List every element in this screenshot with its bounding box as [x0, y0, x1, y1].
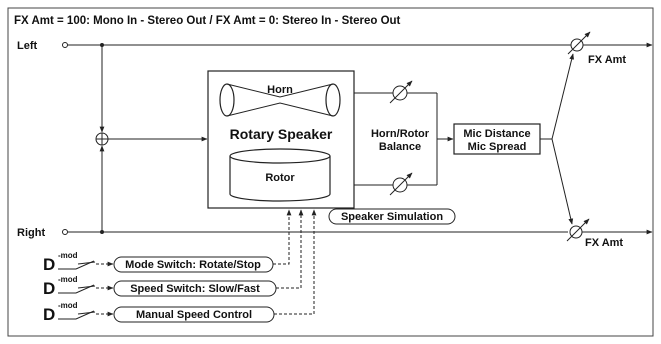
dmod-row-3: D -mod Manual Speed Control: [43, 209, 317, 324]
right-input-terminal-icon: [62, 229, 68, 235]
left-input-terminal-icon: [62, 42, 68, 48]
dmod-row-2: D -mod Speed Switch: Slow/Fast: [43, 209, 304, 298]
right-output-gain-icon: [566, 218, 590, 242]
mic-to-left-out-line: [551, 53, 575, 140]
speed-switch-label: Speed Switch: Slow/Fast: [130, 283, 260, 295]
horn-label: Horn: [267, 84, 293, 96]
rotor-variable-gain-icon: [389, 172, 413, 196]
dmod-superscript: -mod: [58, 275, 78, 284]
dmod-ramp-icon: [58, 310, 95, 320]
outer-frame: [7, 7, 654, 337]
dmod-letter: D: [43, 279, 55, 298]
balance-label-line1: Horn/Rotor: [371, 128, 430, 140]
mode-switch-label: Mode Switch: Rotate/Stop: [125, 259, 261, 271]
speaker-simulation-pill: [328, 208, 456, 225]
left-output-gain-icon: [567, 31, 591, 55]
horn-variable-gain-icon: [389, 80, 413, 104]
dmod-ramp-icon: [58, 284, 95, 294]
rotor-drum-icon: [229, 148, 331, 202]
dmod-letter: D: [43, 255, 55, 274]
manual-speed-connector: [274, 209, 317, 315]
horn-icon: [219, 83, 341, 117]
left-fx-amt-label: FX Amt: [588, 54, 626, 66]
balance-label-line2: Balance: [379, 141, 421, 153]
rotary-speaker-title: Rotary Speaker: [230, 126, 333, 142]
right-fx-amt-label: FX Amt: [585, 237, 623, 249]
rotor-label: Rotor: [265, 172, 295, 184]
speed-switch-connector: [276, 209, 304, 289]
right-input-label: Right: [17, 227, 45, 239]
dmod-row-1: D -mod Mode Switch: Rotate/Stop: [43, 209, 292, 274]
dmod-ramp-icon: [58, 260, 95, 270]
dmod-superscript: -mod: [58, 251, 78, 260]
mic-spread-label: Mic Spread: [468, 141, 527, 153]
dmod-letter: D: [43, 305, 55, 324]
mic-to-right-out-line: [551, 138, 574, 225]
sum-junction-icon: [95, 132, 109, 146]
manual-speed-label: Manual Speed Control: [136, 309, 252, 321]
speaker-simulation-label: Speaker Simulation: [341, 211, 443, 223]
left-input-label: Left: [17, 40, 38, 52]
dmod-superscript: -mod: [58, 301, 78, 310]
header-title: FX Amt = 100: Mono In - Stereo Out / FX …: [14, 15, 401, 27]
mic-distance-label: Mic Distance: [463, 128, 530, 140]
mic-distance-box: [453, 123, 541, 155]
mode-switch-connector: [273, 209, 292, 265]
